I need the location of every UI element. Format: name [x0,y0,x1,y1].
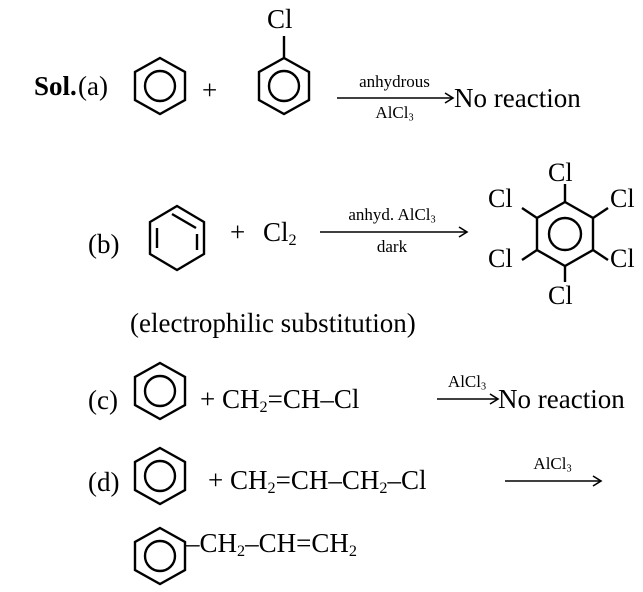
aromatic-circle-c [143,374,177,408]
part-b-label: (b) [88,229,120,259]
hexachloro-cl-lower-right: Cl [610,244,635,273]
condition-a-below: AlCl3 [375,103,414,124]
plus-a: + [202,75,218,105]
aromatic-circle-a2 [267,69,301,103]
condition-c-above: AlCl3 [447,372,487,393]
aromatic-circle-d [143,459,177,493]
arrow-a-head [444,92,455,104]
benzene-ring-c [133,361,187,421]
reagent-b: Cl2 [263,217,297,250]
aromatic-circle-a1 [143,69,177,103]
part-a-label: (a) [78,71,108,101]
condition-b-above: anhyd. AlCl3 [348,205,436,226]
result-c: No reaction [498,384,625,414]
sol-label: Sol. [34,71,77,101]
aromatic-circle-product [143,539,177,573]
arrow-c-head [489,393,500,405]
chlorobenzene-ring-a [257,56,311,116]
aromatic-circle-b [547,216,583,252]
part-d-label: (d) [88,467,120,497]
condition-a-above: anhydrous [359,72,430,91]
hexachlorobenzene-ring [535,200,595,268]
benzene-ring-d [133,446,187,506]
result-a: No reaction [454,83,581,113]
hexachloro-cl-bottom: Cl [548,281,573,310]
part-c-label: (c) [88,385,118,415]
hexachloro-cl-top: Cl [548,158,573,187]
note-b: (electrophilic substitution) [130,308,416,338]
product-d: –CH2–CH=CH2 [186,528,357,561]
arrow-b-head [458,226,469,238]
hexachloro-cl-lower-left: Cl [488,244,513,273]
hexachloro-cl-upper-left: Cl [488,184,513,213]
kekule-benzene-b [148,204,206,272]
double-bond-b1 [171,212,197,230]
cl-a: Cl [267,4,293,34]
benzene-ring-product [133,526,187,586]
condition-d-above: AlCl3 [533,454,572,475]
reagent-c: + CH2=CH–Cl [200,384,360,417]
condition-b-below: dark [376,237,408,256]
plus-b: + [230,217,246,247]
arrow-d-head [592,475,603,487]
benzene-ring-a1 [133,56,187,116]
reagent-d: + CH2=CH–CH2–Cl [208,465,427,498]
hexachloro-cl-upper-right: Cl [610,184,635,213]
